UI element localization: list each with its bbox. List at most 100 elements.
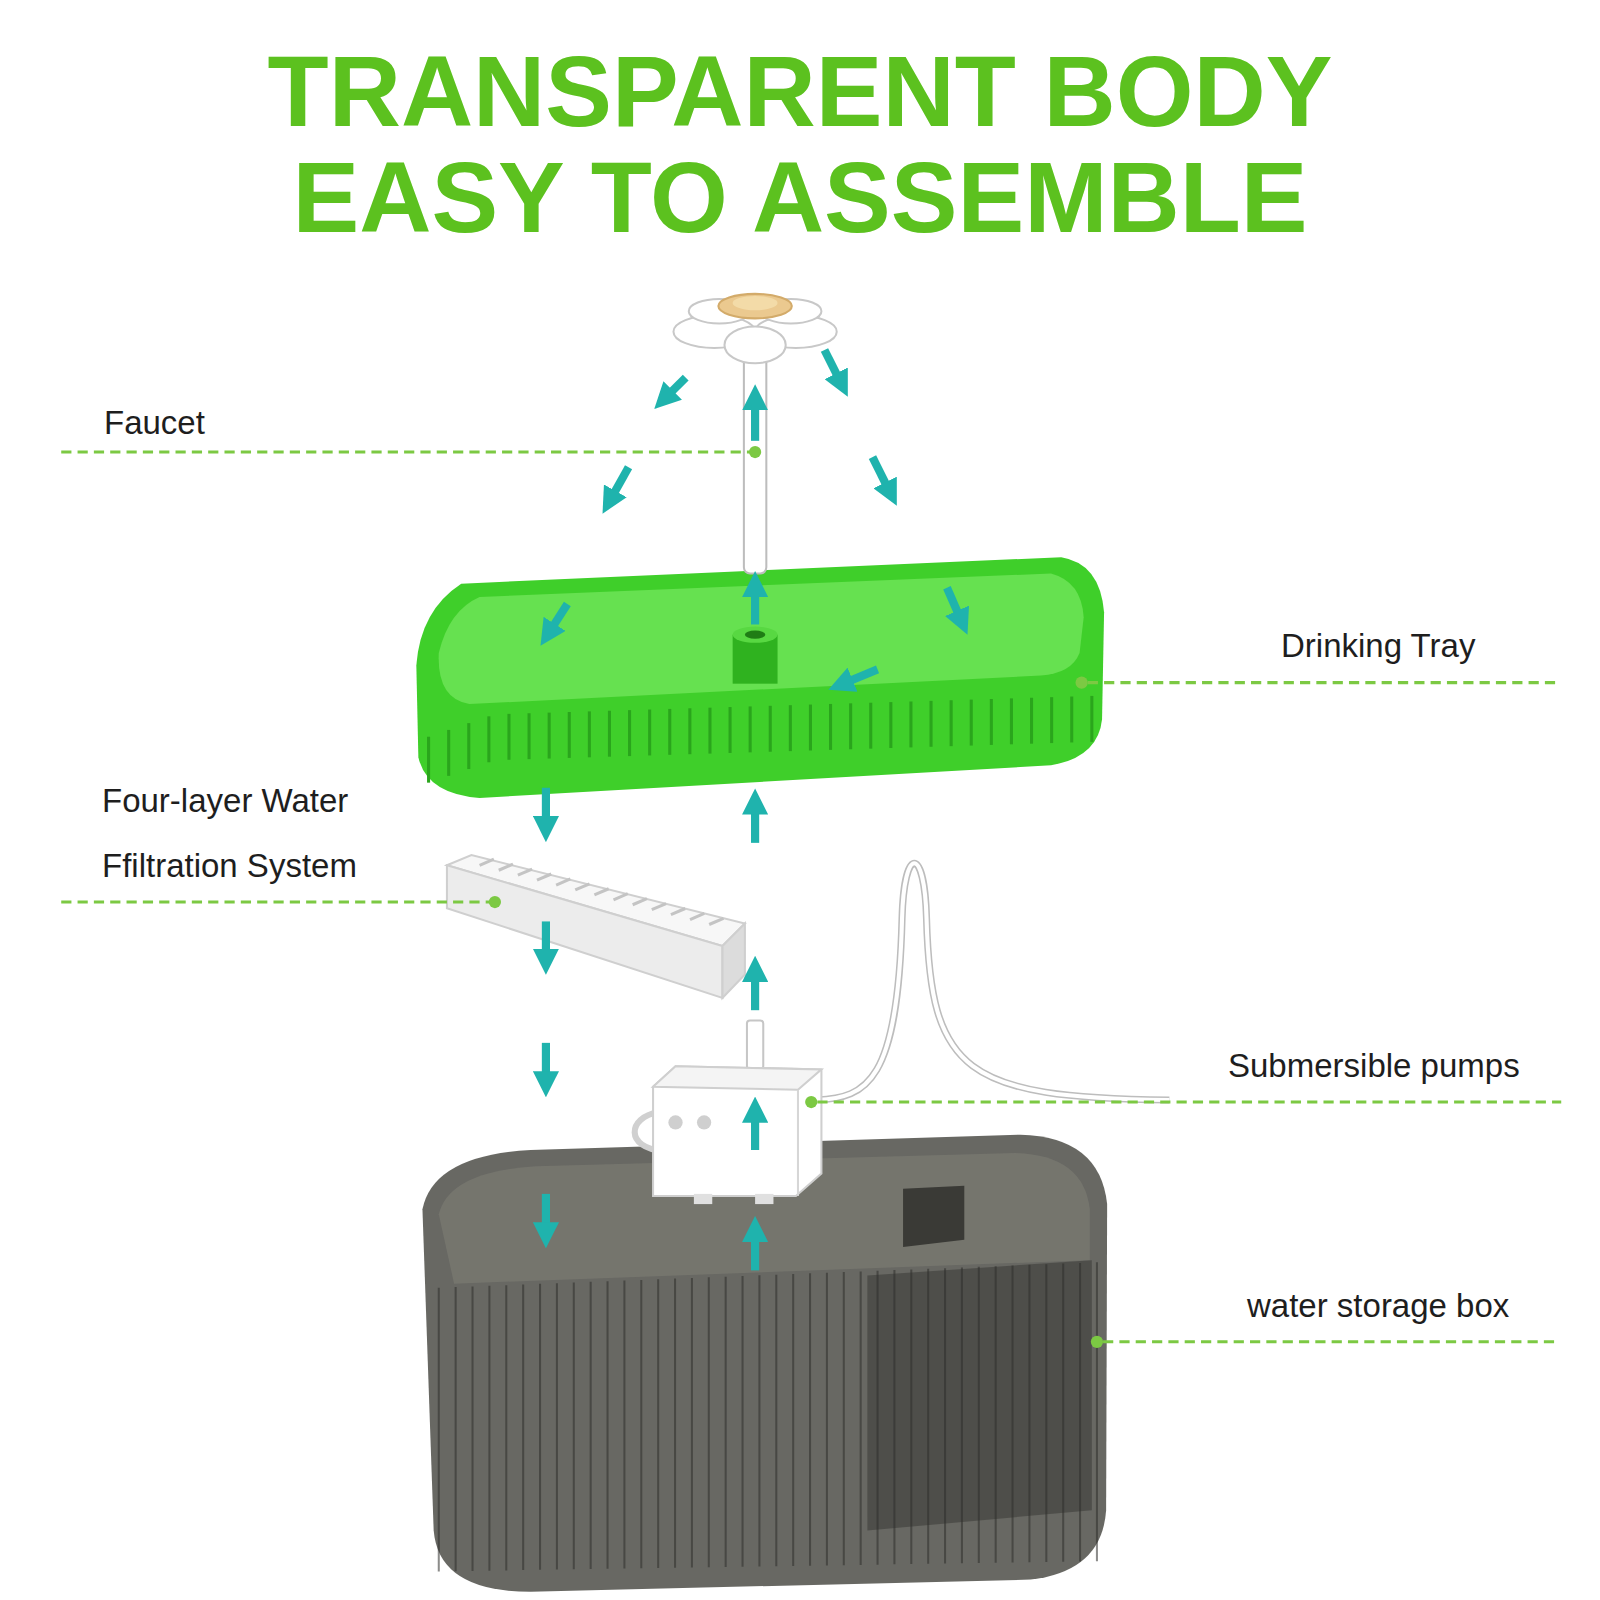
filter-slat bbox=[614, 894, 628, 900]
box-rib bbox=[893, 1270, 895, 1564]
drinking-tray bbox=[416, 557, 1104, 798]
tray-rib bbox=[427, 737, 430, 783]
tray-rib bbox=[849, 703, 852, 749]
filter-slat bbox=[671, 909, 685, 915]
flow-arrows bbox=[546, 350, 961, 1270]
box-rib bbox=[674, 1279, 676, 1568]
box-rib bbox=[590, 1282, 592, 1569]
box-rib bbox=[539, 1284, 541, 1570]
box-rib bbox=[742, 1276, 744, 1567]
tray-rib bbox=[809, 705, 812, 751]
filter-slat bbox=[537, 874, 551, 880]
filter-slat bbox=[594, 889, 608, 895]
box-rib bbox=[708, 1277, 710, 1567]
filter-slat bbox=[633, 899, 647, 905]
tray-rib bbox=[869, 703, 872, 749]
tray-rib bbox=[708, 708, 711, 754]
tray-rib bbox=[749, 706, 752, 752]
pump bbox=[653, 1020, 821, 1204]
leader-dots bbox=[489, 446, 1103, 1348]
box-rib bbox=[455, 1287, 457, 1571]
box-rib bbox=[438, 1288, 440, 1572]
box-rib bbox=[607, 1281, 609, 1569]
box-rib bbox=[1062, 1264, 1064, 1562]
tray-rib bbox=[769, 706, 772, 752]
box-rib bbox=[691, 1278, 693, 1568]
storage-box bbox=[422, 1135, 1107, 1592]
tray-rib bbox=[1090, 696, 1093, 742]
tray-rib bbox=[467, 723, 470, 769]
box-rib bbox=[877, 1271, 879, 1565]
tray-rib bbox=[930, 701, 933, 747]
filter-slat bbox=[556, 879, 570, 885]
box-rib bbox=[978, 1267, 980, 1563]
tray-rib bbox=[447, 730, 450, 776]
box-rib bbox=[809, 1273, 811, 1565]
tray-rib bbox=[950, 700, 953, 746]
box-rib bbox=[843, 1272, 845, 1565]
box-rib bbox=[1096, 1262, 1098, 1561]
box-rib bbox=[657, 1279, 659, 1568]
box-rib bbox=[725, 1277, 727, 1567]
box-rib bbox=[623, 1281, 625, 1569]
part-label: Faucet bbox=[104, 403, 205, 443]
part-label: Drinking Tray bbox=[1281, 626, 1475, 666]
filter-slat bbox=[652, 904, 666, 910]
tray-rib bbox=[648, 710, 651, 756]
tray-rib bbox=[507, 714, 510, 760]
tray-rib bbox=[628, 710, 631, 756]
tray-rib bbox=[829, 704, 832, 750]
leader-lines bbox=[61, 452, 1561, 1342]
tray-rib bbox=[487, 716, 490, 762]
filter-slat bbox=[709, 918, 723, 924]
box-rib bbox=[927, 1269, 929, 1564]
tray-rib bbox=[1030, 698, 1033, 744]
box-rib bbox=[910, 1269, 912, 1564]
tray-rib bbox=[990, 699, 993, 745]
box-rib bbox=[640, 1280, 642, 1568]
part-label: Submersible pumps bbox=[1228, 1046, 1520, 1086]
box-rib bbox=[522, 1284, 524, 1570]
tray-rib bbox=[528, 713, 531, 759]
box-rib bbox=[573, 1283, 575, 1570]
part-label: water storage box bbox=[1247, 1286, 1509, 1326]
tray-rib bbox=[568, 712, 571, 758]
box-rib bbox=[860, 1271, 862, 1564]
filter-slat bbox=[499, 864, 513, 870]
box-rib bbox=[792, 1274, 794, 1566]
tray-rib bbox=[789, 705, 792, 751]
tray-rib bbox=[608, 711, 611, 757]
tray-rib bbox=[688, 708, 691, 754]
box-rib bbox=[488, 1286, 490, 1571]
filter-slat bbox=[480, 859, 494, 865]
box-rib bbox=[758, 1275, 760, 1566]
tray-rib bbox=[970, 700, 973, 746]
tray-rib bbox=[1070, 697, 1073, 743]
tray-rib bbox=[588, 711, 591, 757]
tray-rib bbox=[889, 702, 892, 748]
box-rib bbox=[826, 1273, 828, 1566]
part-label: Four-layer Water Ffiltration System bbox=[102, 768, 402, 898]
box-rib bbox=[961, 1267, 963, 1563]
tray-rib bbox=[729, 707, 732, 753]
box-rib bbox=[1079, 1263, 1081, 1562]
filter-cartridge bbox=[447, 855, 745, 998]
filter-slat bbox=[690, 913, 704, 919]
filter-slat bbox=[575, 884, 589, 890]
box-rib bbox=[775, 1275, 777, 1567]
box-rib bbox=[556, 1283, 558, 1569]
tray-rib bbox=[1010, 698, 1013, 744]
tray-rib bbox=[548, 713, 551, 759]
faucet-flower bbox=[673, 294, 836, 574]
box-rib bbox=[944, 1268, 946, 1563]
box-rib bbox=[995, 1266, 997, 1563]
heading: TRANSPARENT BODY EASY TO ASSEMBLE bbox=[200, 38, 1400, 250]
tray-rib bbox=[668, 709, 671, 755]
box-rib bbox=[472, 1286, 474, 1570]
box-rib bbox=[1012, 1266, 1014, 1563]
box-rib bbox=[1028, 1265, 1030, 1562]
filter-slat bbox=[518, 869, 532, 875]
box-rib bbox=[505, 1285, 507, 1570]
tray-rib bbox=[909, 701, 912, 747]
